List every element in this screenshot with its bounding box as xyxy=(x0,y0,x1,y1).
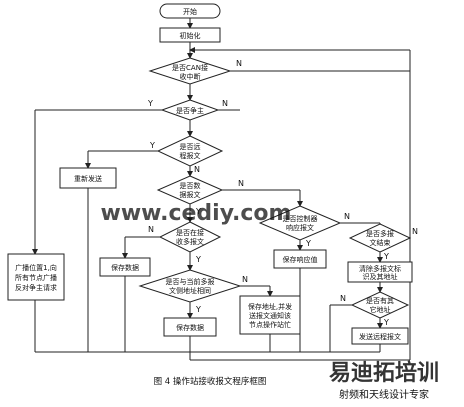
send-remote-label: 发送远程报文 xyxy=(359,332,401,341)
label-n-multiend: N xyxy=(412,227,418,236)
connectors xyxy=(32,18,411,361)
start-terminal xyxy=(159,3,221,19)
label-n-can: N xyxy=(236,59,242,68)
remote-frame-label-1: 是否远 xyxy=(180,143,201,151)
label-y-multiend: Y xyxy=(383,252,389,261)
label-n-remote: N xyxy=(194,165,200,174)
data-frame-decision xyxy=(156,175,224,205)
label-y-remote: Y xyxy=(149,141,155,150)
same-address-decision xyxy=(138,269,242,303)
figure-caption: 图 4 操作站接收报文程序框图 xyxy=(154,376,267,387)
can-interrupt-decision xyxy=(148,57,232,85)
resend-box xyxy=(59,167,117,189)
init-label: 初始化 xyxy=(180,31,201,40)
label-y-controller: Y xyxy=(305,239,311,248)
other-addr-label-1: 是否有其 xyxy=(366,296,394,305)
label-y-sameaddr: Y xyxy=(195,305,201,314)
save-data-box-1 xyxy=(99,257,151,277)
resend-label: 重新发送 xyxy=(74,174,102,183)
label-n-otheraddr: N xyxy=(340,294,346,303)
branch-labels: N Y N Y N N Y N Y N Y N Y N Y N Y xyxy=(147,59,418,327)
controller-resp-label-1: 是否控制器 xyxy=(283,214,318,223)
save-addr-label-1: 保存地址,并发 xyxy=(248,302,292,311)
label-y-otheraddr: Y xyxy=(383,318,389,327)
send-remote-box xyxy=(351,327,409,345)
other-address-decision xyxy=(350,291,410,319)
broadcast-label-3: 反对争主请求 xyxy=(15,283,57,292)
start-label: 开始 xyxy=(183,7,197,16)
save-addr-label-2: 送报文通知该 xyxy=(249,311,291,320)
label-n-controller: N xyxy=(344,212,350,221)
save-address-box xyxy=(239,295,301,335)
watermark-brand: 易迪拓培训 xyxy=(329,360,439,386)
multi-recv-label-1: 是否在接 xyxy=(176,228,204,237)
init-box xyxy=(159,27,221,43)
label-y-multirecv: Y xyxy=(195,255,201,264)
clear-multi-label-1: 清除多报文标 xyxy=(359,264,401,273)
contend-master-label: 是否争主 xyxy=(176,106,204,115)
multi-recv-decision xyxy=(158,221,222,253)
save-response-box xyxy=(273,249,327,269)
data-frame-label-2: 据报文 xyxy=(180,190,201,199)
multi-end-decision xyxy=(348,223,412,253)
multi-end-label-1: 是否多报 xyxy=(366,229,394,238)
save-data-label-2: 保存数据 xyxy=(176,323,204,332)
clear-multi-box xyxy=(347,261,413,283)
label-n-data: N xyxy=(238,179,244,188)
save-addr-label-3: 节点操作站忙 xyxy=(249,320,291,329)
controller-response-decision xyxy=(258,205,342,241)
label-n-sameaddr: N xyxy=(242,275,248,284)
broadcast-label-1: 广播位置1,向 xyxy=(15,263,57,272)
other-addr-label-2: 它地址 xyxy=(370,305,391,314)
multi-recv-label-2: 收多报文 xyxy=(176,237,204,246)
save-response-label: 保存响应值 xyxy=(283,255,318,264)
clear-multi-label-2: 识及其地址 xyxy=(363,272,398,281)
same-addr-label-2: 文侧地址相同 xyxy=(169,286,211,295)
can-interrupt-label-2: 收中断 xyxy=(180,72,201,81)
remote-frame-label-2: 程报文 xyxy=(180,151,201,160)
watermark-tagline: 射频和天线设计专家 xyxy=(339,388,429,401)
label-n-multirecv: N xyxy=(148,225,154,234)
save-data-label-1: 保存数据 xyxy=(111,263,139,272)
broadcast-label-2: 所有节点广播 xyxy=(15,273,57,282)
label-y-data: Y xyxy=(195,207,201,216)
controller-resp-label-2: 响应报文 xyxy=(286,223,314,232)
data-frame-label-1: 是否数 xyxy=(180,181,201,190)
save-data-box-2 xyxy=(163,317,217,337)
label-y-contend: Y xyxy=(147,99,153,108)
broadcast-box xyxy=(7,253,65,301)
same-addr-label-1: 是否与当前多报 xyxy=(166,277,215,286)
contend-master-decision xyxy=(160,99,220,121)
label-n-contend: N xyxy=(222,99,228,108)
watermark-site: www.cediy.com xyxy=(101,201,292,226)
multi-end-label-2: 文结束 xyxy=(370,238,391,247)
can-interrupt-label-1: 是否CAN接 xyxy=(172,63,208,72)
remote-frame-decision xyxy=(156,135,224,167)
